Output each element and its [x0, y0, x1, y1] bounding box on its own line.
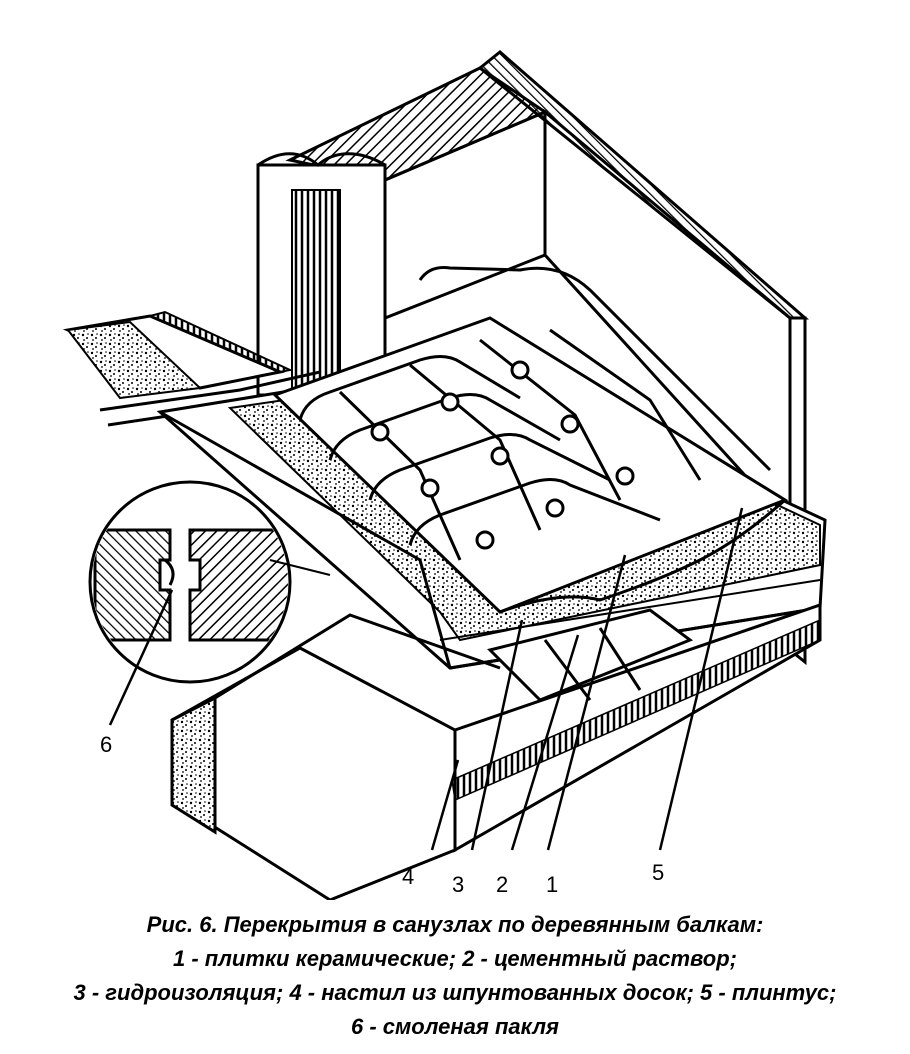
callout-4: 4	[402, 864, 414, 889]
callout-1: 1	[546, 872, 558, 897]
tongue-groove-detail	[88, 480, 331, 726]
caption-line-3: 3 - гидроизоляция; 4 - настил из шпунтов…	[73, 980, 837, 1005]
figure-caption: Рис. 6. Перекрытия в санузлах по деревян…	[0, 908, 910, 1044]
ceramic-tiles	[272, 266, 789, 614]
leader-lines	[430, 507, 744, 851]
caption-line-1: Рис. 6. Перекрытия в санузлах по деревян…	[146, 912, 764, 937]
floor-diagram: 6 4 3 2 1 5	[62, 50, 827, 900]
callout-6: 6	[100, 732, 112, 757]
caption-line-2: 1 - плитки керамические; 2 - цементный р…	[172, 946, 737, 971]
callout-3: 3	[452, 872, 464, 897]
callout-5: 5	[652, 860, 664, 885]
wooden-beams	[170, 602, 822, 900]
callout-2: 2	[496, 872, 508, 897]
wall-pillar	[256, 152, 387, 397]
caption-line-4: 6 - смоленая пакля	[351, 1014, 559, 1039]
